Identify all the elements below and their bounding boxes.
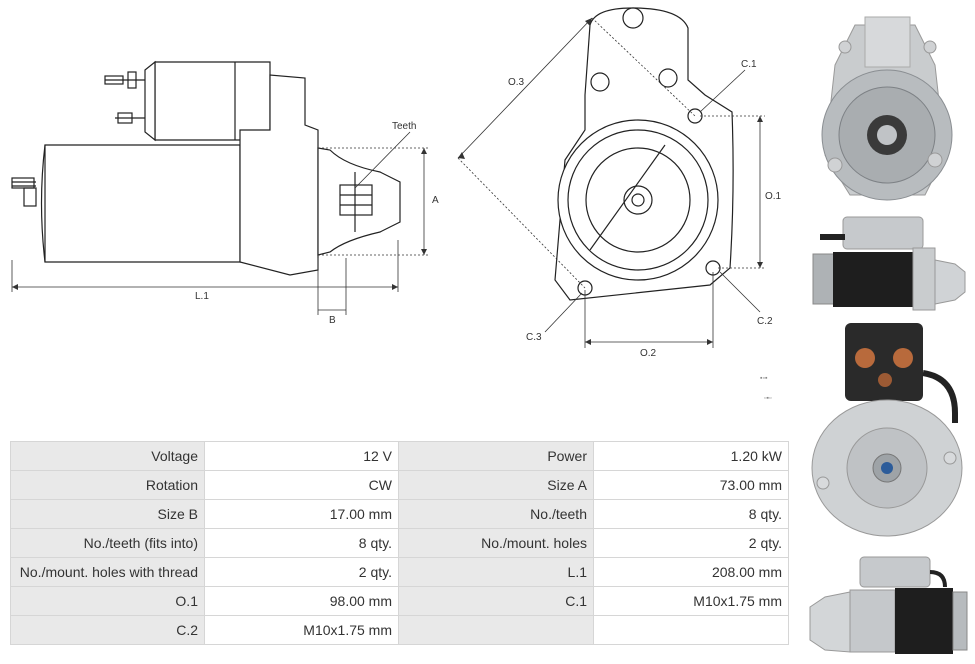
spec-label: Size B: [10, 499, 205, 529]
spec-label: No./mount. holes: [398, 528, 594, 558]
spec-label: Size A: [398, 470, 594, 500]
spec-value: 8 qty.: [204, 528, 399, 558]
dimension-c3-label: C.3: [526, 332, 542, 343]
spec-value: [593, 615, 789, 645]
spec-value: 98.00 mm: [204, 586, 399, 616]
spec-value: M10x1.75 mm: [593, 586, 789, 616]
dimension-c2-label: C.2: [757, 316, 773, 327]
spec-value: 17.00 mm: [204, 499, 399, 529]
product-photo-side: [805, 212, 970, 312]
table-row: Voltage 12 V Power 1.20 kW: [10, 441, 789, 471]
spec-value: 12 V: [204, 441, 399, 471]
artifact-mark: ▫▪▫: [764, 395, 772, 402]
spec-value: 2 qty.: [593, 528, 789, 558]
product-photo-front-end: [805, 5, 970, 205]
table-row: No./teeth (fits into) 8 qty. No./mount. …: [10, 528, 789, 558]
spec-label: [398, 615, 594, 645]
dimension-b-label: B: [329, 315, 336, 326]
spec-label: Voltage: [10, 441, 205, 471]
spec-label: Rotation: [10, 470, 205, 500]
table-row: C.2 M10x1.75 mm: [10, 615, 789, 645]
spec-label: L.1: [398, 557, 594, 587]
spec-value: 208.00 mm: [593, 557, 789, 587]
spec-label: O.1: [10, 586, 205, 616]
spec-value: 1.20 kW: [593, 441, 789, 471]
spec-value: CW: [204, 470, 399, 500]
spec-label: Power: [398, 441, 594, 471]
table-row: Rotation CW Size A 73.00 mm: [10, 470, 789, 500]
specifications-table: Voltage 12 V Power 1.20 kW Rotation CW S…: [10, 441, 789, 645]
spec-value: M10x1.75 mm: [204, 615, 399, 645]
dimension-a-label: A: [432, 195, 439, 206]
spec-value: 73.00 mm: [593, 470, 789, 500]
table-row: O.1 98.00 mm C.1 M10x1.75 mm: [10, 586, 789, 616]
teeth-label: Teeth: [392, 121, 416, 132]
spec-value: 8 qty.: [593, 499, 789, 529]
spec-label: No./mount. holes with thread: [10, 557, 205, 587]
product-photo-three-quarter: [805, 552, 970, 660]
dimension-c1-label: C.1: [741, 59, 757, 70]
spec-value: 2 qty.: [204, 557, 399, 587]
spec-label: No./teeth: [398, 499, 594, 529]
product-photo-rear-end: [805, 318, 970, 543]
dimension-o3-label: O.3: [508, 77, 525, 88]
artifact-mark: ▪▫▪: [760, 375, 768, 382]
spec-label: No./teeth (fits into): [10, 528, 205, 558]
table-row: No./mount. holes with thread 2 qty. L.1 …: [10, 557, 789, 587]
dimension-l1-label: L.1: [195, 291, 209, 302]
spec-label: C.1: [398, 586, 594, 616]
dimension-o2-label: O.2: [640, 348, 657, 359]
dimension-o1-label: O.1: [765, 191, 782, 202]
technical-drawing: Teeth A B L.1 O.3 O.1 O.2 C.1 C.2 C.3: [11, 7, 782, 359]
table-row: Size B 17.00 mm No./teeth 8 qty.: [10, 499, 789, 529]
spec-label: C.2: [10, 615, 205, 645]
